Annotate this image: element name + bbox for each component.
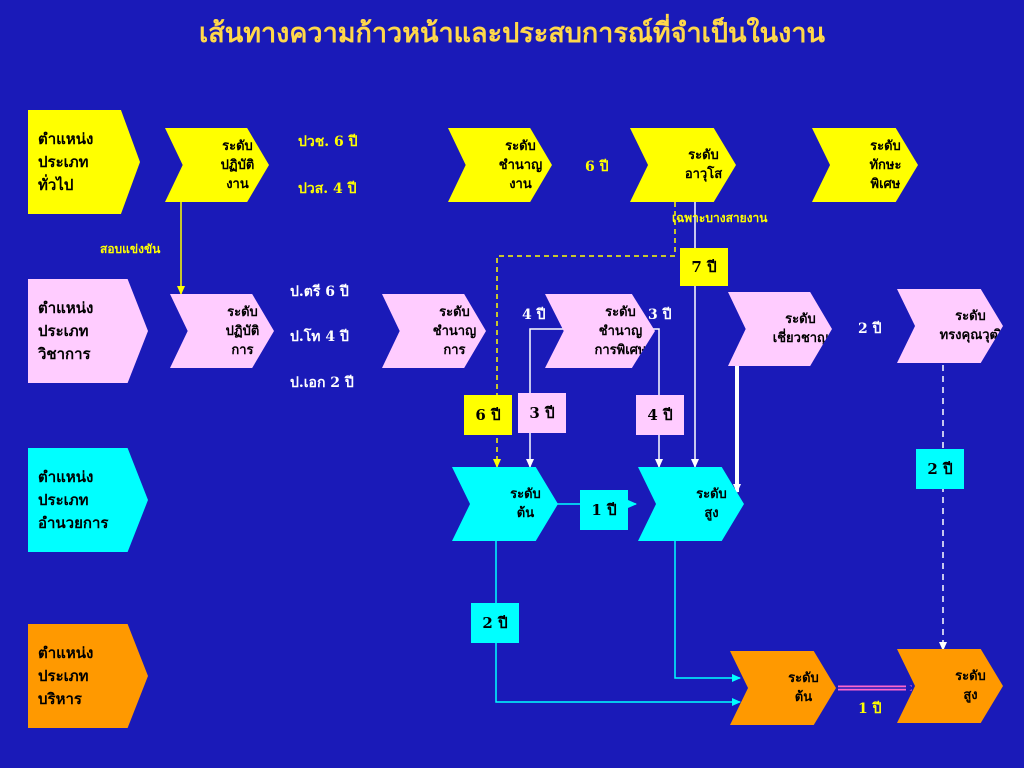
category-executive-label: ตำแหน่ง ประเภท บริหาร [38,643,94,708]
level-general-special-label: ระดับ ทักษะ พิเศษ [869,138,902,192]
label-three-years: 3 ปี [648,307,672,323]
level-academic-senior-professional-label: ระดับ ชำนาญ การพิเศษ [594,304,647,358]
label-one-year-exec: 1 ปี [858,701,882,717]
arrow-dir-initial-to-exe-initial [495,540,741,706]
level-academic-advisory-label: ระดับ ทรงคุณวุฒิ [939,309,1002,343]
level-executive-initial-label: ระดับ ต้น [788,671,819,705]
level-director-high-label: ระดับ สูง [696,487,727,521]
category-general-label: ตำแหน่ง ประเภท ทั่วไป [38,129,94,194]
years-box-six: 6 ปี [464,395,512,435]
level-director-initial-label: ระดับ ต้น [510,487,541,521]
label-two-years: 2 ปี [858,321,882,337]
page-title: เส้นทางความก้าวหน้าและประสบการณ์ที่จำเป็… [199,18,825,49]
years-box-three: 3 ปี [518,393,566,433]
category-general: ตำแหน่ง ประเภท ทั่วไป [28,110,140,214]
level-executive-high-label: ระดับ สูง [955,669,986,703]
years-box-one: 1 ปี [580,490,628,530]
arrow-dir-high-to-exe-initial [674,540,741,682]
category-academic: ตำแหน่ง ประเภท วิชาการ [28,279,148,383]
years-box-two-bottom: 2 ปี [471,603,519,643]
level-academic-practitioner-label: ระดับ ปฏิบัติ การ [225,304,260,358]
category-executive: ตำแหน่ง ประเภท บริหาร [28,624,148,728]
label-exam: สอบแข่งขัน [100,242,161,256]
category-academic-label: ตำแหน่ง ประเภท วิชาการ [38,298,94,363]
level-academic-expert-label: ระดับ เชี่ยวชาญ [772,312,829,346]
level-general-senior-label: ระดับ อาวุโส [684,148,723,182]
level-academic-professional-label: ระดับ ชำนาญ การ [432,304,477,358]
category-director-label: ตำแหน่ง ประเภท อำนวยการ [38,467,109,532]
years-box-four: 4 ปี [636,395,684,435]
label-doctor: ป.เอก 2 ปี [290,375,354,391]
arrow-senior-to-director-dashed [493,202,676,468]
label-four-years: 4 ปี [522,307,546,323]
years-box-seven: 7 ปี [680,248,728,286]
label-master: ป.โท 4 ปี [290,329,349,345]
years-box-two-right: 2 ปี [916,449,964,489]
label-pvc: ปวช. 6 ปี [298,134,358,150]
label-pvs: ปวส. 4 ปี [298,181,357,197]
label-some-lines: เฉพาะบางสายงาน [672,211,768,225]
level-general-practitioner-label: ระดับ ปฏิบัติ งาน [220,138,255,192]
label-bachelor: ป.ตรี 6 ปี [290,284,349,300]
level-general-experienced-label: ระดับ ชำนาญ งาน [498,138,543,192]
category-director: ตำแหน่ง ประเภท อำนวยการ [28,448,148,552]
label-gen-six: 6 ปี [585,159,609,175]
